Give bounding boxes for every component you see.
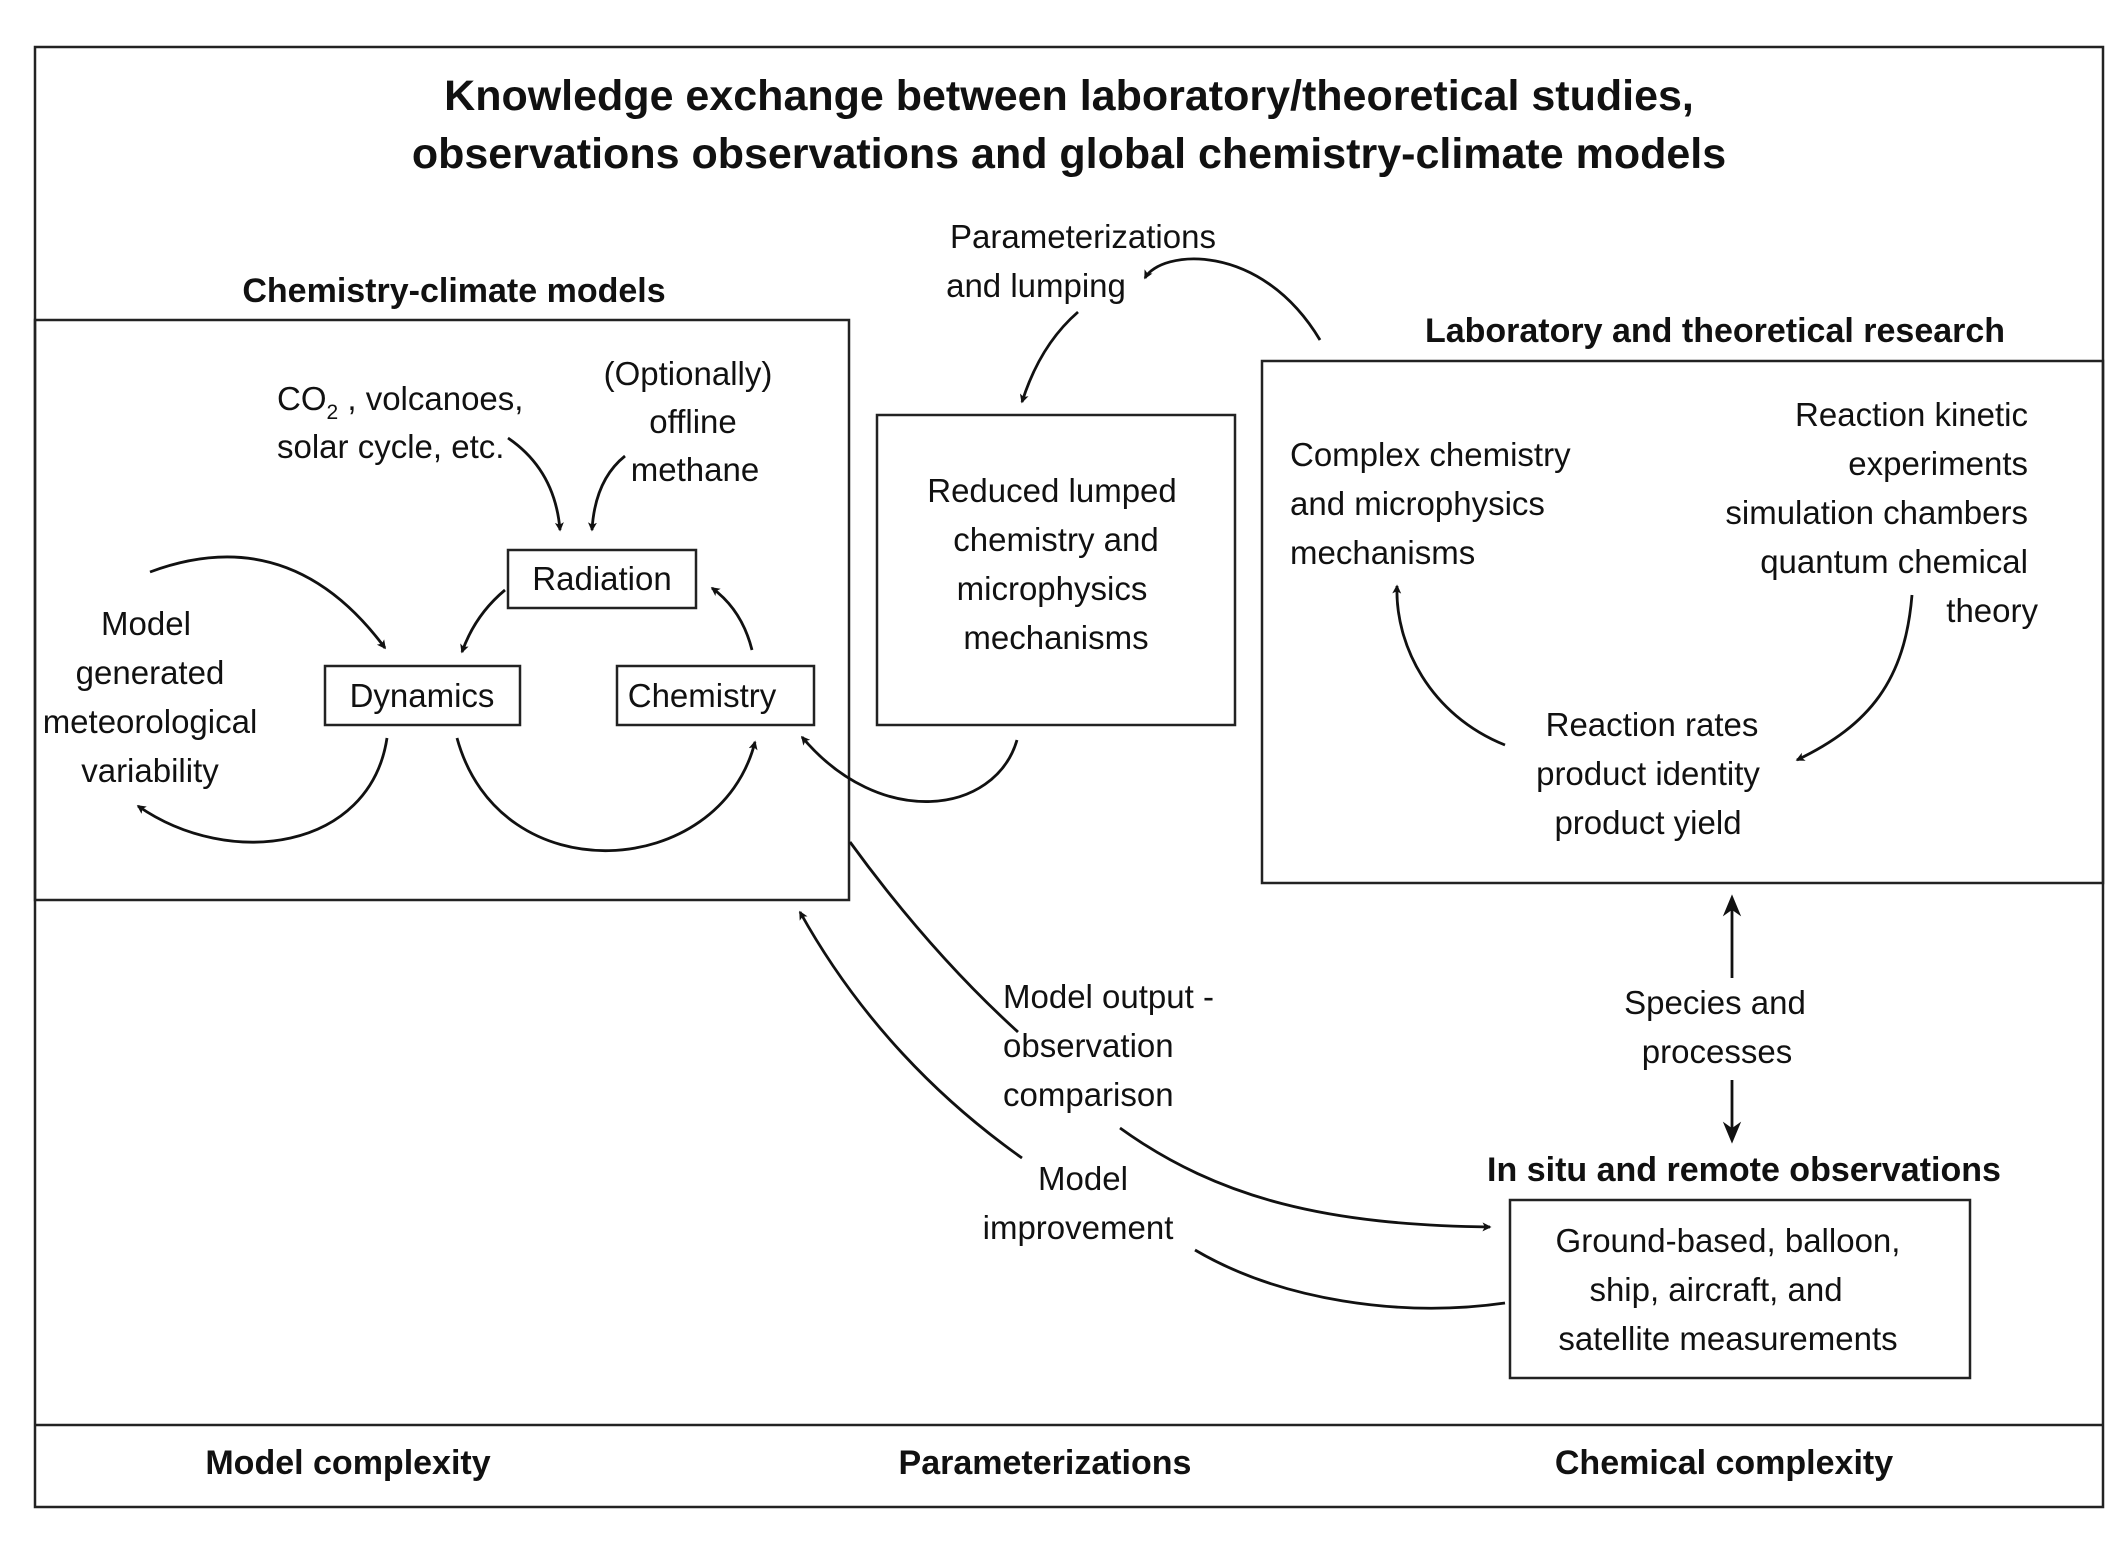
complex-line-3: mechanisms: [1290, 534, 1475, 571]
obs-box: [1508, 1198, 1972, 1380]
arrow-kinetic-to-rates: [1795, 594, 1914, 762]
optional-label-line-2: offline: [649, 403, 736, 440]
kinetic-line-4: quantum chemical: [1760, 543, 2028, 580]
obs-line-3: satellite measurements: [1558, 1320, 1897, 1357]
co2-label-line-1: CO2 , volcanoes,: [277, 380, 523, 424]
optional-label-line-1: (Optionally): [604, 355, 773, 392]
reduced-mechanisms-box: [875, 413, 1237, 727]
complex-line-2: and microphysics: [1290, 485, 1545, 522]
arrow-improvement-to-ccm: [798, 910, 1023, 1160]
radiation-box: [506, 548, 698, 610]
rates-line-2: product identity: [1536, 755, 1760, 792]
arrow-rates-to-complex: [1392, 584, 1506, 747]
arrow-lab-to-param-label: [1143, 257, 1322, 341]
improvement-line-2: improvement: [983, 1209, 1174, 1246]
footer-chemical-complexity: Chemical complexity: [1555, 1444, 1893, 1482]
title-line-2: observations observations and global che…: [412, 130, 1726, 178]
comparison-line-3: comparison: [1003, 1076, 1174, 1113]
chemistry-box: [615, 664, 816, 727]
rates-line-3: product yield: [1554, 804, 1741, 841]
kinetic-line-1: Reaction kinetic: [1795, 396, 2028, 433]
improvement-line-1: Model: [1038, 1160, 1128, 1197]
arrow-radiation-to-dynamics: [460, 588, 506, 654]
arrow-dynamics-to-chemistry: [455, 737, 758, 852]
title-line-1: Knowledge exchange between laboratory/th…: [444, 72, 1694, 120]
param-label-line-2: and lumping: [946, 267, 1126, 304]
footer-parameterizations: Parameterizations: [899, 1444, 1192, 1482]
arrow-chemistry-to-radiation: [710, 586, 754, 651]
species-line-1: Species and: [1624, 984, 1806, 1021]
param-label-line-1: Parameterizations: [950, 218, 1216, 255]
dynamics-box: [323, 664, 522, 727]
kinetic-line-3: simulation chambers: [1725, 494, 2028, 531]
reduced-line-1: Reduced lumped: [927, 472, 1177, 509]
variability-label-line-2: generated: [76, 654, 225, 691]
complex-line-1: Complex chemistry: [1290, 436, 1571, 473]
kinetic-line-2: experiments: [1848, 445, 2028, 482]
comparison-line-2: observation: [1003, 1027, 1174, 1064]
comparison-curve-top: [848, 841, 1019, 1034]
arrow-param-label-to-box: [1019, 310, 1079, 404]
arrow-methane-to-radiation: [587, 454, 626, 532]
species-line-2: processes: [1642, 1033, 1792, 1070]
comparison-line-1: Model output -: [1003, 978, 1214, 1015]
variability-label-line-1: Model: [101, 605, 191, 642]
reduced-line-3: microphysics: [957, 570, 1148, 607]
rates-line-1: Reaction rates: [1546, 706, 1759, 743]
arrow-variability-to-dynamics: [149, 555, 387, 650]
arrow-dynamics-to-variability: [136, 737, 389, 844]
co2-label-line-2: solar cycle, etc.: [277, 428, 504, 465]
variability-label-line-4: variability: [81, 752, 219, 789]
radiation-label: Radiation: [532, 560, 671, 597]
kinetic-line-5: theory: [1946, 592, 2038, 629]
reduced-line-4: mechanisms: [963, 619, 1148, 656]
dynamics-label: Dynamics: [350, 677, 495, 714]
lab-heading: Laboratory and theoretical research: [1425, 312, 2005, 350]
obs-line-1: Ground-based, balloon,: [1556, 1222, 1901, 1259]
ccm-heading: Chemistry-climate models: [242, 272, 665, 310]
arrow-comparison-to-obs: [1119, 1126, 1492, 1232]
chemistry-label: Chemistry: [628, 677, 777, 714]
optional-label-line-3: methane: [631, 451, 759, 488]
improvement-curve-from-obs: [1194, 1248, 1506, 1310]
variability-label-line-3: meteorological: [43, 703, 258, 740]
lab-box: [1260, 359, 2105, 885]
arrow-reduced-to-chemistry: [800, 735, 1019, 803]
reduced-line-2: chemistry and: [953, 521, 1158, 558]
obs-line-2: ship, aircraft, and: [1589, 1271, 1842, 1308]
obs-heading: In situ and remote observations: [1487, 1151, 2001, 1189]
ccm-box: [33, 318, 851, 902]
arrow-co2-to-radiation: [507, 436, 564, 532]
footer-model-complexity: Model complexity: [205, 1444, 490, 1482]
